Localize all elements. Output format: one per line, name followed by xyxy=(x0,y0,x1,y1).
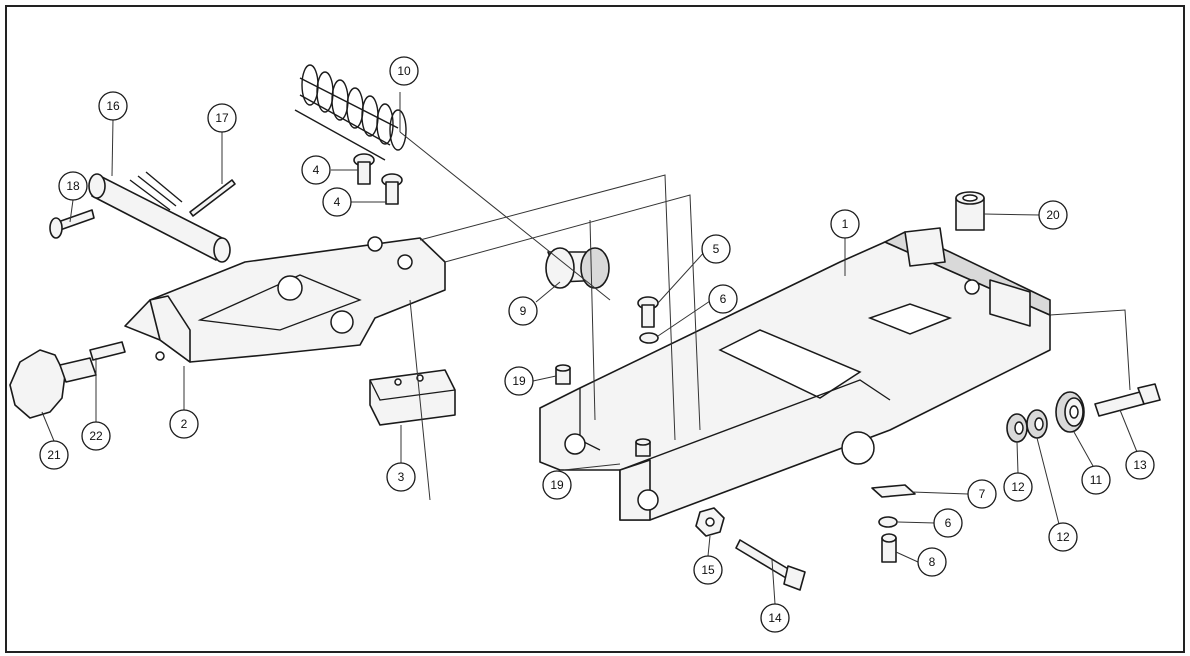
callout-1-label: 1 xyxy=(842,217,849,231)
callout-2-label: 2 xyxy=(181,417,188,431)
callout-19-a-label: 19 xyxy=(512,374,526,388)
part-15-nut xyxy=(695,507,725,537)
part-19-set-screw-b xyxy=(635,438,651,457)
leader-lines xyxy=(41,92,1138,605)
callout-19-b-label: 19 xyxy=(550,478,564,492)
callout-20: 20 xyxy=(1038,200,1068,230)
part-12-bearing-b xyxy=(1026,409,1048,439)
callout-19-b: 19 xyxy=(542,470,572,500)
part-5-screw xyxy=(637,296,659,328)
part-6-washer-upper xyxy=(639,332,659,344)
part-8-bolt xyxy=(881,533,897,563)
callout-6-upper: 6 xyxy=(708,284,738,314)
part-3-clamp-block xyxy=(369,369,456,426)
callout-4-upper: 4 xyxy=(301,155,331,185)
callout-4-upper-label: 4 xyxy=(313,163,320,177)
part-6-washer-lower xyxy=(878,516,898,528)
callout-6-upper-label: 6 xyxy=(720,292,727,306)
part-2-clamp-bracket xyxy=(124,236,446,363)
callout-22-label: 22 xyxy=(89,429,103,443)
part-12-bearing-a xyxy=(1006,413,1028,443)
callout-3-label: 3 xyxy=(398,470,405,484)
callout-22: 22 xyxy=(81,421,111,451)
callout-4-lower: 4 xyxy=(322,187,352,217)
part-13-bolt xyxy=(1094,383,1161,417)
callout-21-label: 21 xyxy=(47,448,61,462)
callout-12-b: 12 xyxy=(1048,522,1078,552)
callout-10-label: 10 xyxy=(397,64,411,78)
callout-9: 9 xyxy=(508,296,538,326)
part-22-stud xyxy=(89,341,126,361)
callout-7-label: 7 xyxy=(979,487,986,501)
part-7-plate xyxy=(871,484,916,498)
part-14-bolt xyxy=(735,539,806,591)
callout-1: 1 xyxy=(830,209,860,239)
part-17-pin xyxy=(189,179,236,217)
callout-12-a: 12 xyxy=(1003,472,1033,502)
callout-15: 15 xyxy=(693,555,723,585)
part-21-star-knob xyxy=(9,349,97,419)
callout-17-label: 17 xyxy=(215,111,229,125)
callout-12-b-label: 12 xyxy=(1056,530,1070,544)
callout-7: 7 xyxy=(967,479,997,509)
callout-19-a: 19 xyxy=(504,366,534,396)
part-11-bearing xyxy=(1055,391,1085,433)
callout-13-label: 13 xyxy=(1133,458,1147,472)
callout-20-label: 20 xyxy=(1046,208,1060,222)
callout-14: 14 xyxy=(760,603,790,633)
callout-8-label: 8 xyxy=(929,555,936,569)
diagram-frame xyxy=(5,5,1185,653)
callout-14-label: 14 xyxy=(768,611,782,625)
callout-10: 10 xyxy=(389,56,419,86)
callout-9-label: 9 xyxy=(520,304,527,318)
part-9-bushing xyxy=(545,247,610,289)
callout-18-label: 18 xyxy=(66,179,80,193)
callout-5: 5 xyxy=(701,234,731,264)
part-18-screw xyxy=(49,209,95,239)
callout-8: 8 xyxy=(917,547,947,577)
callout-4-lower-label: 4 xyxy=(334,195,341,209)
callout-6-lower: 6 xyxy=(933,508,963,538)
callout-12-a-label: 12 xyxy=(1011,480,1025,494)
part-4-screw-upper xyxy=(353,153,375,185)
callout-18: 18 xyxy=(58,171,88,201)
part-20-sleeve xyxy=(955,191,985,231)
part-10-spring xyxy=(294,64,407,161)
callout-5-label: 5 xyxy=(713,242,720,256)
callout-11-label: 11 xyxy=(1090,473,1103,487)
callout-13: 13 xyxy=(1125,450,1155,480)
part-1-main-frame xyxy=(539,227,1051,521)
callout-17: 17 xyxy=(207,103,237,133)
part-19-set-screw-a xyxy=(555,364,571,385)
callout-6-lower-label: 6 xyxy=(945,516,952,530)
part-16-shaft xyxy=(88,171,231,263)
callout-2: 2 xyxy=(169,409,199,439)
callout-11: 11 xyxy=(1081,465,1111,495)
callout-3: 3 xyxy=(386,462,416,492)
callout-16: 16 xyxy=(98,91,128,121)
callout-15-label: 15 xyxy=(701,563,715,577)
callout-16-label: 16 xyxy=(106,99,120,113)
callout-21: 21 xyxy=(39,440,69,470)
part-4-screw-lower xyxy=(381,173,403,205)
